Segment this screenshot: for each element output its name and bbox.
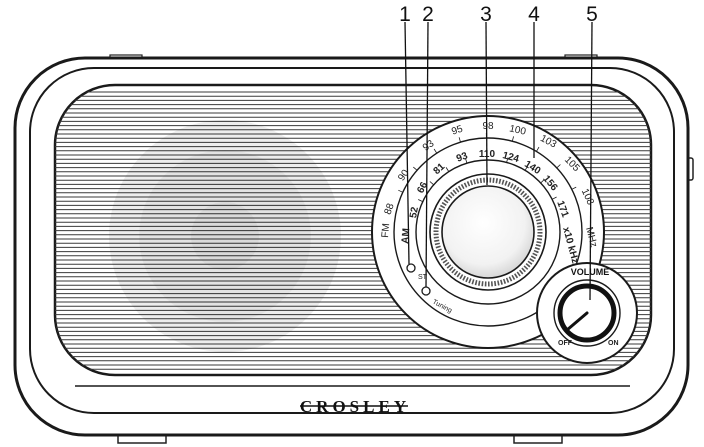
callout-line-3 — [485, 21, 488, 186]
am-tick — [429, 181, 434, 186]
fm-tick — [556, 164, 561, 169]
callout-number-5: 5 — [586, 3, 598, 26]
volume-on-label: ON — [608, 340, 619, 347]
tuning-knob-knurl — [433, 177, 543, 287]
fm-tick — [433, 148, 438, 154]
fm-scale-95: 95 — [450, 124, 464, 138]
brand-logo: CROSLEY — [300, 397, 410, 416]
fm-tick — [398, 189, 403, 193]
fm-scale-100: 100 — [508, 123, 527, 137]
brand-name: CROSLEY — [300, 397, 410, 416]
cabinet-inner-ring — [29, 67, 675, 414]
fm-tick — [571, 186, 577, 190]
callout-line-5 — [589, 21, 593, 301]
callout-number-3: 3 — [480, 3, 492, 26]
callout-number-1: 1 — [399, 3, 411, 26]
am-tick — [445, 167, 450, 172]
fm-tick — [413, 166, 418, 171]
callout-number-4: 4 — [528, 3, 540, 26]
fm-stereo-label: ST — [418, 274, 428, 281]
callout-line-2 — [425, 21, 429, 288]
dial-ring-inner — [415, 159, 561, 305]
speaker-cone-inner — [139, 150, 311, 322]
am-tick — [465, 158, 468, 164]
fm-scale-98: 98 — [482, 121, 494, 132]
am-tick — [418, 199, 423, 202]
fm-scale-88: 88 — [383, 202, 397, 217]
am-tick-marks — [418, 155, 557, 202]
volume-off-label: OFF — [558, 340, 573, 347]
am-scale-93: 93 — [455, 150, 470, 164]
am-tick — [552, 196, 557, 200]
speaker-dust-cap — [191, 202, 259, 270]
am-tick — [524, 165, 529, 171]
am-scale-52: 52 — [408, 206, 421, 219]
am-scale-124: 124 — [501, 150, 520, 165]
tuning-indicator — [421, 286, 431, 296]
dial-ring-mid — [393, 137, 583, 327]
volume-control: VOLUME OFF ON — [536, 262, 638, 364]
am-band-label: AM — [400, 228, 412, 244]
speaker-cone — [109, 120, 341, 352]
fm-tick — [536, 146, 540, 152]
fm-band-label: FM — [380, 223, 392, 238]
am-tick — [506, 157, 509, 163]
callout-number-2: 2 — [422, 3, 434, 26]
fm-tick — [458, 137, 461, 143]
volume-pointer — [565, 311, 589, 332]
fm-stereo-indicator — [406, 263, 416, 273]
tuning-knob-cap[interactable] — [441, 185, 535, 279]
fm-tick — [511, 136, 514, 142]
callout-line-1 — [404, 21, 410, 265]
am-tick — [540, 179, 545, 184]
